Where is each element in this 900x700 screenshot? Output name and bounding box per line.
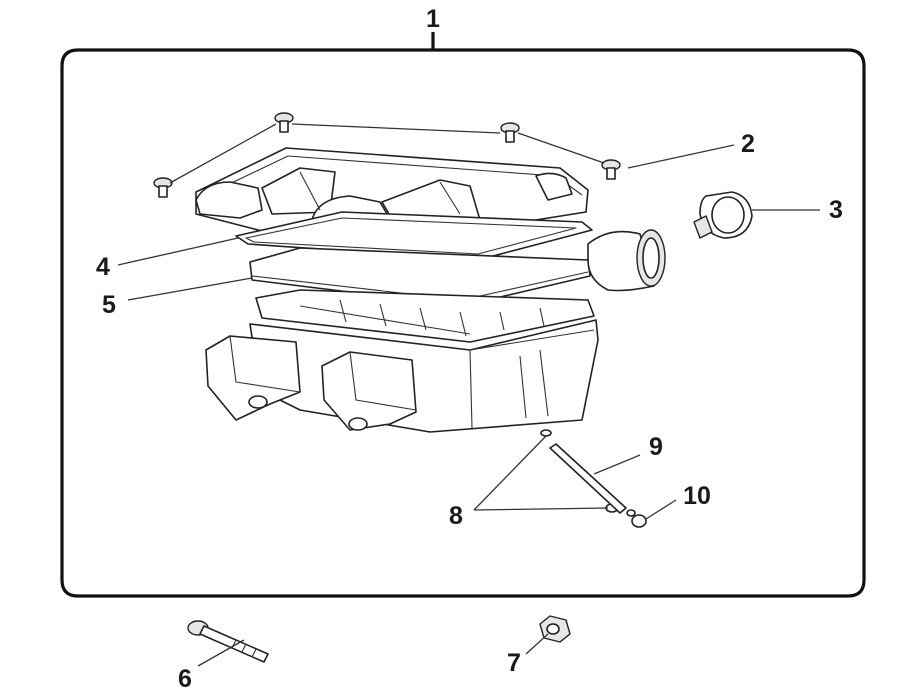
hose-clamp	[693, 191, 753, 239]
leader-6	[197, 639, 245, 667]
callout-7: 7	[507, 649, 521, 677]
callout-8: 8	[449, 502, 463, 530]
leader-5	[127, 277, 253, 301]
leader-2-b	[169, 123, 277, 184]
filter-grid	[255, 289, 595, 343]
leader-9	[593, 454, 641, 475]
screw-part-2b	[500, 122, 520, 143]
leader-7	[525, 633, 549, 655]
clip-part-8a	[540, 429, 552, 437]
leader-8-a	[473, 435, 547, 511]
leader-2-a	[291, 123, 501, 134]
leader-2-c	[517, 132, 605, 164]
cover-gasket	[235, 211, 593, 261]
callout-3: 3	[829, 196, 843, 224]
leader-8-b	[473, 507, 609, 511]
screw-part-2c	[601, 159, 621, 180]
drain-plug	[626, 509, 647, 528]
nut-part-7	[539, 615, 571, 643]
callout-1: 1	[426, 5, 440, 33]
leader-2-d	[627, 144, 735, 169]
callout-2: 2	[741, 130, 755, 158]
callout-5: 5	[102, 291, 116, 319]
filter-housing	[205, 319, 599, 433]
bolt-part-6	[187, 620, 269, 663]
screw-part-2d	[153, 177, 173, 198]
leader-4	[117, 237, 239, 266]
callout-10: 10	[683, 482, 711, 510]
callout-6: 6	[178, 665, 192, 693]
screw-part-2a	[274, 112, 294, 133]
filter-element	[249, 247, 591, 307]
assembly-frame	[60, 48, 866, 598]
callout-9: 9	[649, 433, 663, 461]
callout-4: 4	[96, 253, 110, 281]
drain-tube	[549, 443, 627, 514]
leader-10	[645, 499, 677, 520]
intake-tube	[587, 229, 666, 292]
